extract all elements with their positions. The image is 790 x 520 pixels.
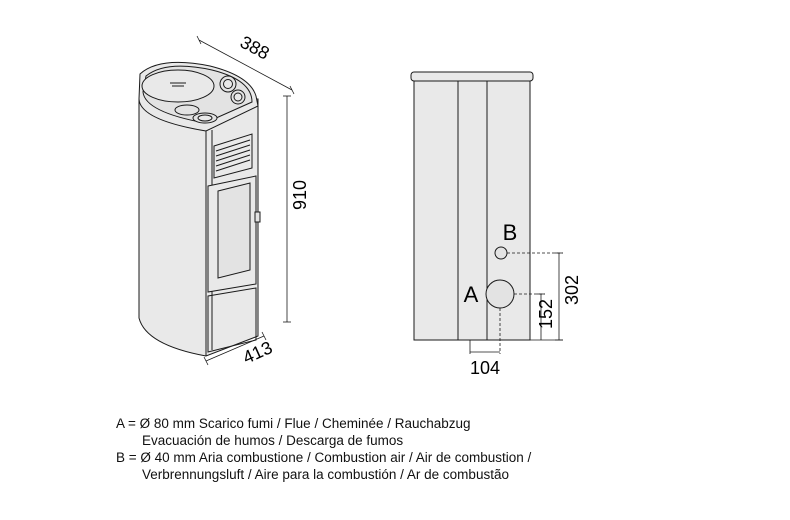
connection-b-label: B	[503, 220, 518, 245]
door-handle	[254, 211, 261, 223]
stove-technical-drawing: 388 910 413 B A 10	[138, 32, 582, 378]
legend-line-a-cont: Evacuación de humos / Descarga de fumos	[142, 433, 404, 448]
dimension-388	[196, 35, 295, 95]
dimension-388-label: 388	[237, 32, 273, 64]
stove-rear-view	[410, 71, 534, 341]
cover-handle	[170, 82, 186, 87]
rear-top-cap	[410, 71, 534, 82]
stove-body	[138, 98, 259, 357]
dimension-302-label: 302	[562, 275, 582, 305]
top-rear-ring	[174, 104, 200, 116]
vent-grille-icon	[213, 133, 253, 179]
dimension-152-label: 152	[536, 299, 556, 329]
rear-dimension-lines	[469, 252, 563, 354]
connection-a-icon	[485, 279, 515, 309]
ash-drawer	[207, 287, 257, 353]
dimension-413	[203, 331, 267, 366]
legend-line-b: B = Ø 40 mm Aria combustione / Combustio…	[116, 450, 532, 465]
door-glass	[217, 182, 251, 279]
stove-3d-view	[138, 61, 261, 357]
dimension-413-label: 413	[240, 337, 276, 367]
connection-b-icon	[494, 246, 508, 260]
legend-line-b-cont: Verbrennungsluft / Aire para la combusti…	[142, 467, 509, 482]
legend: A = Ø 80 mm Scarico fumi / Flue / Chemin…	[116, 415, 531, 483]
dimension-910	[283, 95, 291, 323]
dimension-910-label: 910	[290, 180, 310, 210]
dimension-104-label: 104	[470, 358, 500, 378]
connection-a-label: A	[464, 282, 479, 307]
legend-line-a: A = Ø 80 mm Scarico fumi / Flue / Chemin…	[116, 416, 471, 431]
